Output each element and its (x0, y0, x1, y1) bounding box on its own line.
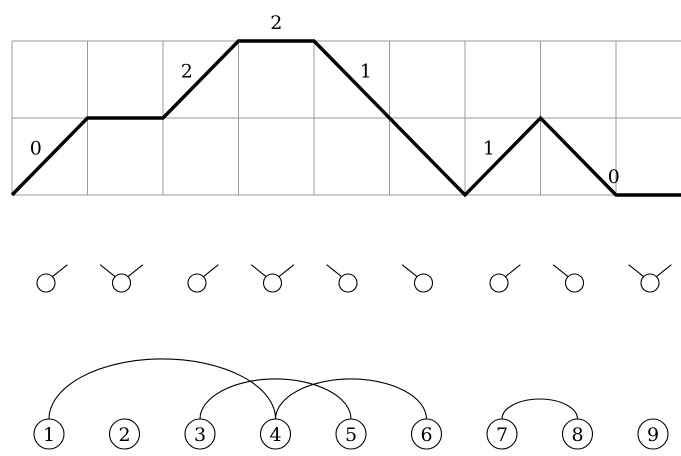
vertex-label: 8 (571, 424, 583, 446)
half-edge-glyph (628, 264, 672, 293)
vertex-node: 3 (184, 418, 216, 450)
matching-arc (501, 398, 579, 420)
step-label: 2 (270, 12, 282, 34)
half-edge-glyph (552, 264, 585, 293)
vertex-node: 9 (637, 418, 669, 450)
vertex-node: 2 (108, 418, 141, 450)
vertex-label: 7 (496, 424, 508, 446)
vertex-label: 9 (647, 424, 659, 446)
step-labels: 0 2 2 1 1 0 (30, 12, 620, 188)
half-edge-glyph (489, 264, 521, 293)
matching-arc (48, 358, 277, 420)
half-edge-glyph (401, 264, 434, 293)
step-label: 0 (608, 166, 620, 188)
vertex-label: 6 (420, 424, 432, 446)
matching-arcs (48, 358, 579, 420)
vertex-node: 8 (561, 418, 594, 450)
vertex-node: 5 (335, 418, 367, 450)
step-label: 2 (181, 61, 193, 83)
half-edge-glyph (99, 264, 144, 293)
half-edge-glyph (326, 264, 358, 293)
step-label: 0 (30, 138, 42, 160)
vertex-node: 6 (410, 418, 443, 450)
half-edge-glyphs (36, 264, 672, 293)
step-label: 1 (360, 61, 372, 83)
half-edge-glyph (250, 264, 295, 293)
half-edge-glyph (187, 264, 219, 293)
vertex-node: 1 (33, 418, 65, 450)
vertex-label: 2 (118, 424, 130, 446)
vertex-label: 3 (194, 424, 206, 446)
vertex-label: 5 (345, 424, 357, 446)
vertex-nodes: 1 2 3 4 5 6 7 8 9 (33, 418, 669, 450)
vertex-node: 4 (259, 418, 292, 450)
vertex-label: 4 (269, 424, 281, 446)
step-label: 1 (483, 138, 495, 160)
lattice-path (10, 39, 681, 198)
vertex-label: 1 (43, 424, 55, 446)
half-edge-glyph (36, 264, 68, 293)
matching-arc (274, 378, 428, 420)
vertex-node: 7 (486, 418, 518, 450)
matching-arc (199, 378, 352, 420)
